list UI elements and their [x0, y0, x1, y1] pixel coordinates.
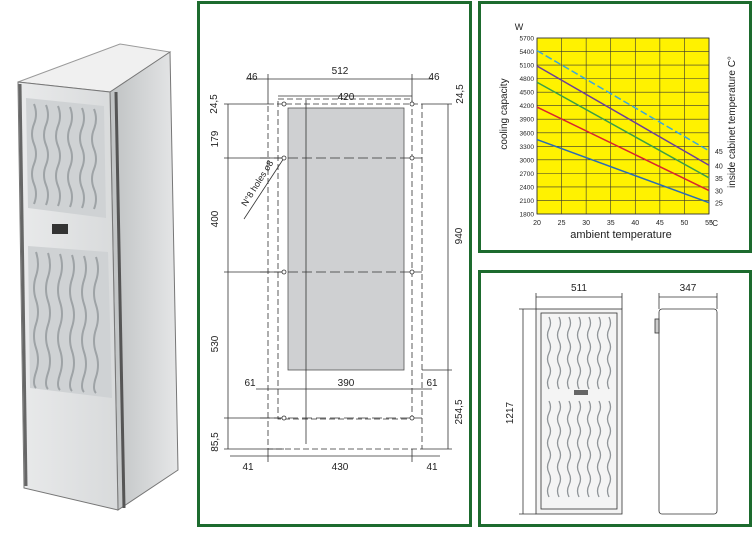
x-tick-label: 35 — [607, 220, 615, 227]
y-tick-label: 5400 — [520, 49, 535, 56]
chart-right-label: inside cabinet temperature C° — [727, 56, 738, 188]
y-tick-label: 4200 — [520, 103, 535, 110]
dim-side-depth: 347 — [680, 283, 697, 294]
y-tick-label: 5100 — [520, 63, 535, 70]
dim-cutout-width: 390 — [338, 378, 355, 389]
chart-unit-label: W — [515, 22, 524, 32]
dim-inner-top-width: 420 — [338, 92, 355, 103]
y-tick-label: 3000 — [520, 157, 535, 164]
cabinet-cooler-illustration — [17, 43, 179, 511]
chart-series — [536, 49, 710, 204]
series-label-30: 30 — [715, 189, 723, 196]
x-tick-label: 40 — [631, 220, 639, 227]
mounting-drawing-panel: 512 46 46 420 24,5 24,5 179 400 530 85,5… — [197, 1, 472, 527]
y-tick-label: 2400 — [520, 184, 535, 191]
y-tick-label: 4800 — [520, 76, 535, 83]
x-tick-label: 45 — [656, 220, 664, 227]
dim-940: 940 — [454, 227, 465, 244]
series-label-40: 40 — [715, 163, 723, 170]
dim-179: 179 — [210, 130, 221, 147]
chart-xlabel: ambient temperature — [570, 229, 672, 241]
product-photo — [0, 0, 196, 528]
y-tick-label: 1800 — [520, 212, 535, 219]
dim-400: 400 — [210, 210, 221, 227]
chart-grid — [536, 37, 710, 215]
series-label-25: 25 — [715, 201, 723, 208]
x-tick-label: 30 — [582, 220, 590, 227]
chart-x-unit: °C — [709, 219, 718, 228]
holes-label: N°8 holes ø8 — [239, 159, 275, 209]
series-line-30 — [536, 106, 710, 192]
outline-drawing: 511 347 1217 — [505, 283, 718, 515]
y-tick-label: 3300 — [520, 144, 535, 151]
plot-area — [536, 37, 710, 215]
x-tick-label: 20 — [533, 220, 541, 227]
series-label-45: 45 — [715, 149, 723, 156]
performance-chart-panel: 20 25 30 35 40 45 50 55 1800 2100 2400 2700 3000 3300… — [478, 1, 752, 253]
dim-right-margin-top: 46 — [428, 72, 440, 83]
dim-height: 1217 — [505, 401, 516, 424]
series-line-45 — [536, 49, 710, 152]
dim-85: 85,5 — [210, 432, 221, 452]
dim-top-offset-right: 24,5 — [455, 84, 466, 104]
mounting-drawing: 512 46 46 420 24,5 24,5 179 400 530 85,5… — [209, 66, 466, 473]
dim-bottom-right: 41 — [426, 462, 438, 473]
dim-top-width: 512 — [332, 66, 349, 77]
series-line-35 — [536, 81, 710, 179]
dim-530: 530 — [210, 335, 221, 352]
outline-drawing-panel: 511 347 1217 — [478, 270, 752, 527]
dim-cutout-margin-left: 61 — [244, 378, 256, 389]
x-tick-label: 50 — [681, 220, 689, 227]
series-line-40 — [536, 65, 710, 166]
series-label-35: 35 — [715, 176, 723, 183]
y-tick-label: 2100 — [520, 198, 535, 205]
dim-bottom-left: 41 — [242, 462, 254, 473]
dim-cutout-margin-right: 61 — [426, 378, 438, 389]
dim-top-offset-left: 24,5 — [209, 94, 220, 114]
performance-chart: 20 25 30 35 40 45 50 55 1800 2100 2400 2700 3000 3300… — [499, 22, 738, 241]
dim-bottom-width: 430 — [332, 462, 349, 473]
y-tick-label: 2700 — [520, 171, 535, 178]
chart-ticks: 20 25 30 35 40 45 50 55 1800 2100 2400 2700 3000 3300… — [520, 36, 713, 228]
y-tick-label: 4500 — [520, 90, 535, 97]
y-tick-label: 5700 — [520, 36, 535, 43]
chart-series-labels: 25 30 35 40 45 — [715, 149, 723, 208]
chart-ylabel: cooling capacity — [499, 78, 510, 149]
series-line-25 — [536, 138, 710, 204]
y-tick-label: 3900 — [520, 117, 535, 124]
x-tick-label: 55 — [705, 220, 713, 227]
dim-left-margin-top: 46 — [246, 72, 258, 83]
y-tick-label: 3600 — [520, 130, 535, 137]
dim-254: 254,5 — [454, 399, 465, 424]
dim-front-width: 511 — [571, 283, 587, 294]
x-tick-label: 25 — [558, 220, 566, 227]
